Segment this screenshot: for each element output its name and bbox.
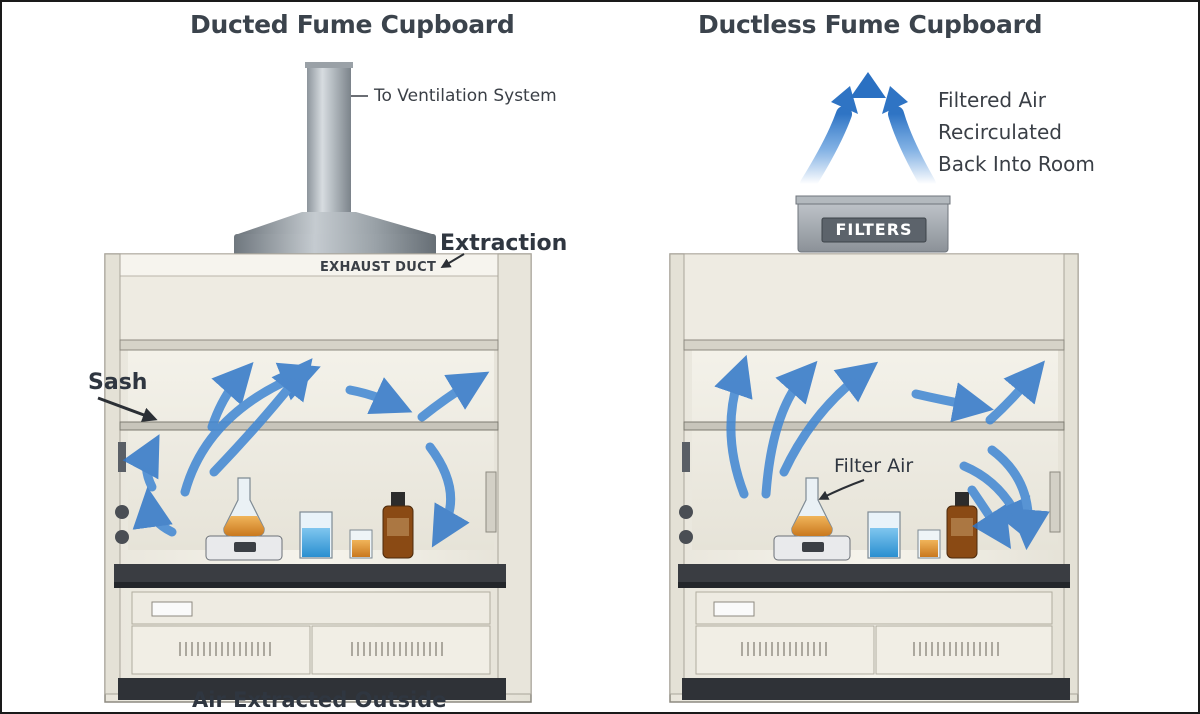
ducted-cupboard bbox=[97, 62, 532, 703]
filter-air-label: Filter Air bbox=[834, 455, 914, 477]
ductless-title: Ductless Fume Cupboard bbox=[698, 10, 1043, 39]
filtered-air-line-3: Back Into Room bbox=[938, 152, 1095, 176]
ducted-title: Ducted Fume Cupboard bbox=[190, 10, 515, 39]
sash-label: Sash bbox=[88, 370, 148, 395]
exhaust-duct-label: EXHAUST DUCT bbox=[320, 260, 437, 275]
sash-rail bbox=[119, 421, 499, 431]
ventilation-duct-pipe bbox=[307, 64, 351, 214]
extraction-hood bbox=[238, 212, 432, 234]
filtered-air-label: Filtered Air Recirculated Back Into Room bbox=[938, 84, 1095, 180]
air-extracted-label: Air Extracted Outside bbox=[192, 688, 447, 712]
filtered-air-line-2: Recirculated bbox=[938, 120, 1062, 144]
filtered-air-line-1: Filtered Air bbox=[938, 88, 1046, 112]
ductless-cupboard bbox=[669, 72, 1079, 703]
to-ventilation-label: To Ventilation System bbox=[374, 86, 557, 106]
sash-pointer bbox=[97, 396, 158, 422]
filters-label: FILTERS bbox=[835, 220, 913, 239]
extraction-label: Extraction bbox=[440, 231, 568, 256]
